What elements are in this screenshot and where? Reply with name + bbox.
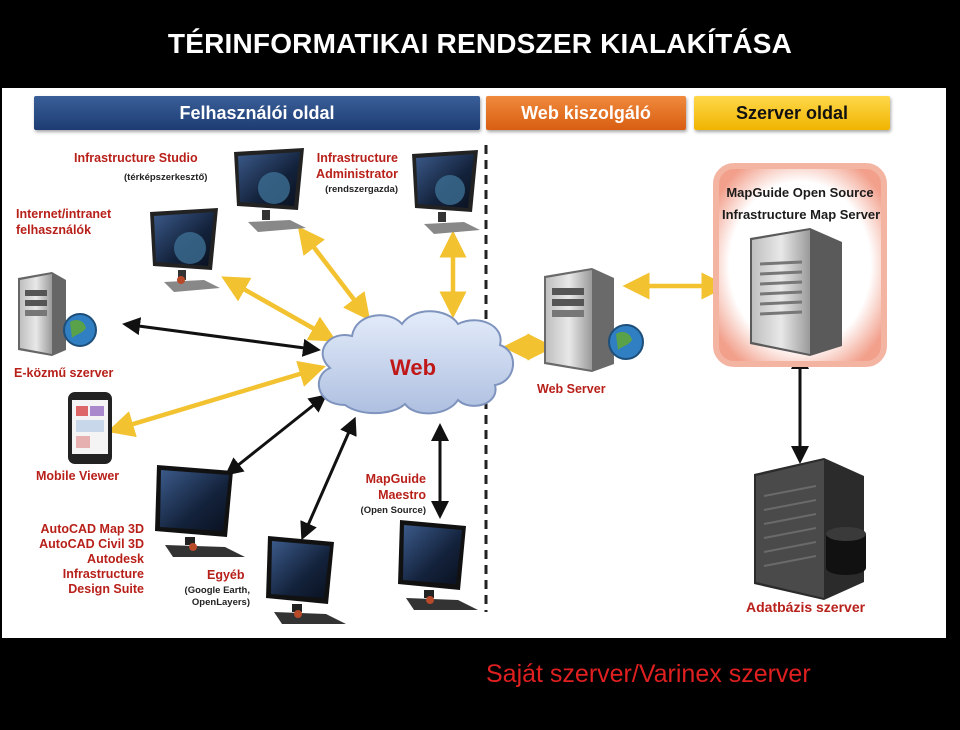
mobile-viewer-label: Mobile Viewer bbox=[36, 469, 120, 483]
arrow-ekozmu-web bbox=[122, 317, 321, 357]
database-server-label: Adatbázis szerver bbox=[746, 599, 866, 615]
infra-admin-sublabel: (rendszergazda) bbox=[325, 184, 398, 195]
maestro-label-1: MapGuide bbox=[365, 472, 426, 486]
other-clients-label: Egyéb bbox=[207, 568, 245, 582]
infra-admin-label-2: Administrator bbox=[316, 167, 398, 181]
infra-studio-sublabel: (térképszerkesztő) bbox=[124, 172, 208, 183]
database-icon bbox=[754, 458, 866, 600]
globe-icon bbox=[63, 313, 97, 347]
intranet-label-2: felhasználók bbox=[16, 223, 92, 237]
arrow-other-web bbox=[300, 416, 357, 541]
infra-studio-label: Infrastructure Studio bbox=[74, 151, 198, 165]
monitor-icon bbox=[234, 148, 306, 232]
maestro-label-2: Maestro bbox=[378, 488, 426, 502]
globe-icon bbox=[608, 324, 644, 360]
black-arrows bbox=[122, 317, 809, 541]
web-server-label: Web Server bbox=[537, 382, 606, 396]
other-clients-sub-2: OpenLayers) bbox=[191, 597, 250, 608]
arrow-mobile-web bbox=[107, 360, 326, 438]
monitor-icon bbox=[412, 150, 480, 234]
header-server-side: Szerver oldal bbox=[694, 96, 890, 130]
footer-caption: Saját szerver/Varinex szerver bbox=[486, 660, 811, 688]
mapguide-label: MapGuide Open Source Infrastructure Map … bbox=[722, 182, 881, 226]
cloud-icon bbox=[317, 310, 515, 415]
arrow-autocad-web bbox=[224, 394, 328, 476]
server-icon bbox=[750, 228, 842, 356]
autocad-label-2: AutoCAD Civil 3D bbox=[39, 537, 144, 551]
mapguide-label-2: Infrastructure Map Server bbox=[722, 207, 881, 222]
phone-icon bbox=[68, 392, 112, 464]
autocad-label-3: Autodesk bbox=[87, 552, 144, 566]
server-icon bbox=[18, 272, 66, 356]
arrow-intranet-web bbox=[221, 276, 337, 342]
infra-admin-label-1: Infrastructure bbox=[316, 151, 398, 165]
autocad-label-4: Infrastructure bbox=[62, 567, 144, 581]
autocad-label-1: AutoCAD Map 3D bbox=[40, 522, 144, 536]
mapguide-label-1: MapGuide Open Source bbox=[726, 185, 874, 200]
web-cloud-label: Web bbox=[390, 355, 436, 380]
monitor-icon bbox=[398, 520, 478, 610]
header-user-side: Felhasználói oldal bbox=[34, 96, 480, 130]
maestro-sublabel: (Open Source) bbox=[360, 505, 426, 516]
monitor-icon bbox=[266, 536, 346, 624]
autocad-label-5: Design Suite bbox=[68, 582, 144, 596]
slide-title: TÉRINFORMATIKAI RENDSZER KIALAKÍTÁSA bbox=[167, 28, 793, 59]
monitor-icon bbox=[150, 208, 220, 292]
yellow-arrows bbox=[107, 226, 729, 438]
intranet-label-1: Internet/intranet bbox=[16, 207, 112, 221]
other-clients-sub-1: (Google Earth, bbox=[184, 585, 250, 596]
server-icon bbox=[544, 268, 614, 372]
ekozmu-label: E-közmű szerver bbox=[14, 366, 114, 380]
header-web-server: Web kiszolgáló bbox=[486, 96, 686, 130]
arrow-admin-web bbox=[297, 226, 371, 321]
monitor-icon bbox=[155, 465, 245, 557]
